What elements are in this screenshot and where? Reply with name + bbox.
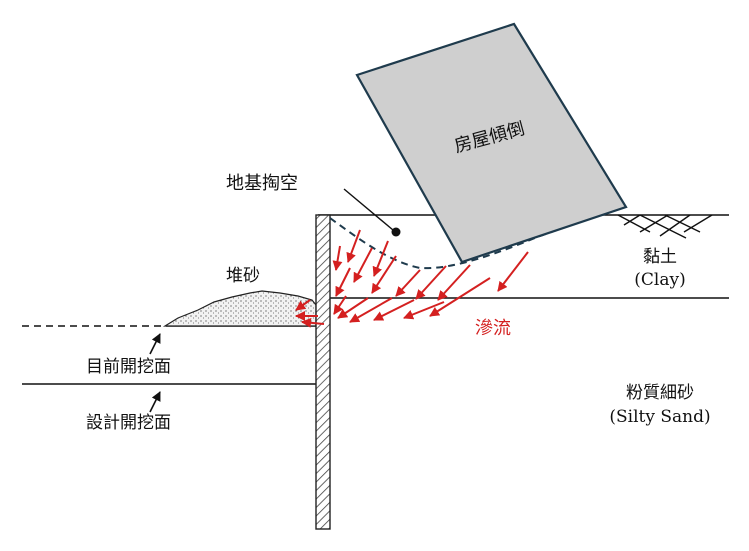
seepage-arrow [371,255,397,294]
foundation-void-curve [329,215,597,270]
clay-label-zh: 黏土 [643,247,677,267]
seepage-arrow [346,229,361,263]
current-excavation-pointer [149,333,161,355]
seepage-arrow [335,267,351,297]
design-excavation-label: 設計開挖面 [86,413,171,433]
void-pointer-line [343,188,394,231]
seepage-arrow [437,264,471,301]
seepage-arrow [372,240,389,277]
design-excavation-pointer [149,391,161,413]
seepage-arrows [295,229,529,328]
seepage-arrow [403,301,445,320]
sand-pile-label: 堆砂 [226,266,260,286]
seepage-arrow [333,295,347,315]
void-label: 地基掏空 [226,173,298,194]
retaining-wall [315,214,331,530]
seepage-arrow [429,277,491,317]
silty-sand-label-en: (Silty Sand) [609,407,710,427]
seepage-arrow [295,299,311,311]
tilted-building [355,22,628,264]
silty-sand-label-zh: 粉質細砂 [626,383,694,403]
sand-pile [162,290,317,327]
clay-label-en: (Clay) [634,270,685,290]
seepage-arrow [332,245,343,271]
seepage-arrow [497,251,529,292]
seepage-arrow [373,299,415,321]
seepage-arrow [301,317,325,328]
current-excavation-label: 目前開挖面 [86,357,171,377]
seepage-arrow [415,265,447,300]
seepage-arrow [353,247,373,283]
void-pointer-dot [391,227,401,237]
seepage-arrow [349,297,393,323]
seepage-arrow [395,269,421,297]
clay-symbol-icon [617,214,713,239]
seepage-label: 滲流 [475,318,511,339]
